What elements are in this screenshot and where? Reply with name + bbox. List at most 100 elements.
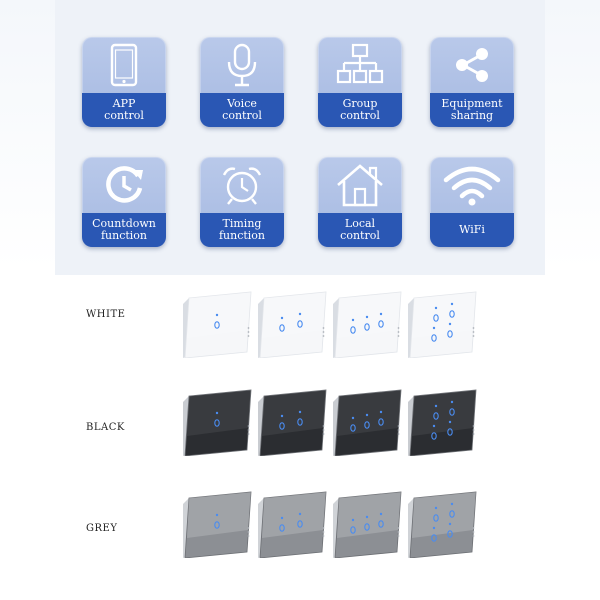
touch-indicator-dot: [298, 410, 302, 414]
switch-black-2-gang: [250, 388, 332, 456]
side-dot: [322, 429, 325, 431]
feature-countdown-function: Countdown function: [82, 157, 166, 247]
side-dot: [322, 433, 325, 435]
side-dot: [397, 331, 400, 333]
switch-grey-3-gang: [325, 490, 407, 558]
touch-indicator-dot: [215, 513, 219, 517]
side-dot: [472, 331, 475, 333]
switch-face: [259, 291, 327, 358]
touch-indicator-dot: [351, 518, 355, 522]
touch-indicator-dot: [450, 502, 454, 506]
touch-indicator-dot: [379, 410, 383, 414]
touch-button-ring: [431, 432, 437, 440]
touch-button-ring: [297, 418, 303, 426]
feature-app-control: APP control: [82, 37, 166, 127]
touch-indicator-dot: [379, 312, 383, 316]
touch-button-ring: [449, 408, 455, 416]
switch-face: [409, 389, 477, 456]
switch-face: [184, 291, 252, 358]
touch-button-ring: [279, 324, 285, 332]
touch-indicator-dot: [280, 316, 284, 320]
feature-timing-function: Timing function: [200, 157, 284, 247]
switch-black-3-gang: [325, 388, 407, 456]
side-dot: [397, 527, 400, 529]
side-dot: [247, 527, 250, 529]
touch-indicator-dot: [448, 522, 452, 526]
touch-button-ring: [378, 520, 384, 528]
switch-gloss: [187, 390, 251, 436]
side-dot: [322, 425, 325, 427]
side-dot: [472, 535, 475, 537]
switch-black-4-gang: [400, 388, 482, 456]
side-dot: [397, 335, 400, 337]
side-dot: [472, 327, 475, 329]
touch-button-ring: [350, 326, 356, 334]
touch-indicator-dot: [432, 424, 436, 428]
touch-button-ring: [214, 321, 220, 329]
switch-gloss: [412, 292, 476, 338]
touch-indicator-dot: [365, 315, 369, 319]
side-dot: [322, 331, 325, 333]
wifi-icon: [430, 157, 514, 213]
touch-button-ring: [297, 520, 303, 528]
side-dot: [472, 429, 475, 431]
switch-white-3-gang: [325, 290, 407, 358]
touch-button-ring: [449, 310, 455, 318]
switch-face: [259, 389, 327, 456]
side-dot: [322, 335, 325, 337]
touch-indicator-dot: [280, 516, 284, 520]
touch-indicator-dot: [351, 318, 355, 322]
switch-face: [334, 491, 402, 558]
countdown-icon: [82, 157, 166, 213]
touch-button-ring: [279, 524, 285, 532]
switch-grey-2-gang: [250, 490, 332, 558]
touch-button-ring: [364, 523, 370, 531]
feature-label: WiFi: [430, 213, 514, 247]
touch-button-ring: [297, 320, 303, 328]
touch-button-ring: [364, 421, 370, 429]
touch-button-ring: [447, 330, 453, 338]
switch-grey-1-gang: [175, 490, 257, 558]
side-dot: [472, 531, 475, 533]
touch-indicator-dot: [365, 413, 369, 417]
touch-button-ring: [431, 534, 437, 542]
touch-button-ring: [378, 418, 384, 426]
feature-label: Voice control: [200, 93, 284, 127]
touch-indicator-dot: [450, 400, 454, 404]
switch-face: [184, 389, 252, 456]
switch-face: [184, 491, 252, 558]
feature-voice-control: Voice control: [200, 37, 284, 127]
touch-button-ring: [447, 428, 453, 436]
touch-indicator-dot: [432, 526, 436, 530]
touch-button-ring: [214, 521, 220, 529]
side-dot: [322, 535, 325, 537]
color-label-white: WHITE: [86, 309, 126, 320]
touch-indicator-dot: [298, 312, 302, 316]
color-label-black: BLACK: [86, 422, 125, 433]
side-dot: [322, 531, 325, 533]
alarm-clock-icon: [200, 157, 284, 213]
touch-indicator-dot: [432, 326, 436, 330]
feature-label: Local control: [318, 213, 402, 247]
touch-button-ring: [350, 424, 356, 432]
switch-white-2-gang: [250, 290, 332, 358]
touch-indicator-dot: [379, 512, 383, 516]
side-dot: [247, 425, 250, 427]
touch-button-ring: [364, 323, 370, 331]
side-dot: [472, 335, 475, 337]
touch-button-ring: [433, 514, 439, 522]
touch-button-ring: [214, 419, 220, 427]
side-dot: [397, 433, 400, 435]
side-dot: [247, 335, 250, 337]
switch-grey-4-gang: [400, 490, 482, 558]
touch-indicator-dot: [351, 416, 355, 420]
side-dot: [472, 425, 475, 427]
touch-button-ring: [279, 422, 285, 430]
switch-gloss: [187, 292, 251, 338]
side-dot: [247, 331, 250, 333]
touch-button-ring: [378, 320, 384, 328]
switch-face: [334, 389, 402, 456]
touch-indicator-dot: [280, 414, 284, 418]
switch-gloss: [262, 292, 326, 338]
